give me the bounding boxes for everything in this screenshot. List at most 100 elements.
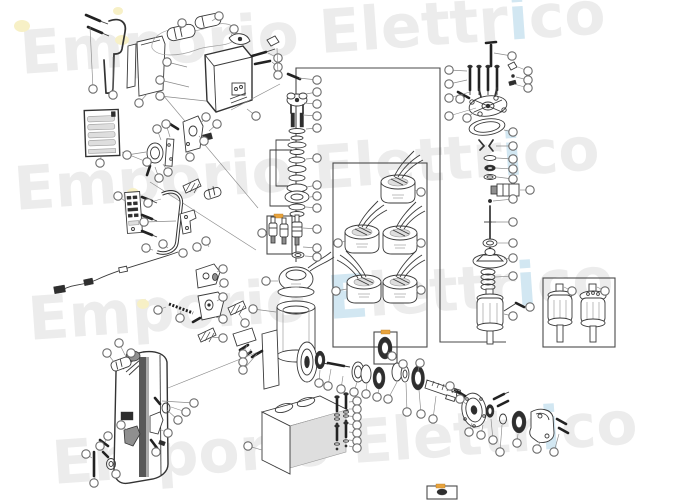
callout-circle bbox=[243, 441, 253, 451]
part-shape bbox=[261, 411, 291, 475]
part-shape bbox=[212, 186, 216, 196]
watermark-dot bbox=[14, 20, 30, 32]
part-shape bbox=[274, 402, 294, 414]
part-shape bbox=[83, 277, 94, 287]
callout-circle bbox=[512, 438, 522, 448]
callout-circle bbox=[402, 407, 412, 417]
callout-circle bbox=[134, 98, 144, 108]
callout-circle bbox=[141, 243, 151, 253]
callout-circle bbox=[532, 444, 542, 454]
part-shape bbox=[230, 83, 281, 111]
part-shape bbox=[88, 148, 117, 154]
part-shape bbox=[161, 402, 171, 414]
callout-circle bbox=[464, 427, 474, 437]
part-shape bbox=[390, 178, 404, 186]
part-shape bbox=[483, 155, 497, 161]
callout-circle bbox=[312, 87, 322, 97]
part-shape bbox=[289, 149, 305, 155]
callout-circle bbox=[177, 18, 187, 28]
part-shape bbox=[492, 392, 506, 401]
callout-circle bbox=[415, 358, 425, 368]
part-shape bbox=[356, 278, 370, 286]
part-shape bbox=[537, 413, 543, 419]
part-shape bbox=[483, 174, 497, 180]
part-shape bbox=[472, 424, 476, 428]
part-shape bbox=[393, 150, 415, 178]
callout-circle bbox=[455, 94, 465, 104]
part-shape bbox=[230, 303, 237, 314]
part-shape bbox=[397, 154, 421, 178]
part-shape bbox=[485, 103, 491, 109]
part-shape bbox=[87, 123, 116, 131]
callout-circle bbox=[219, 278, 229, 288]
callout-leader bbox=[159, 95, 207, 102]
part-shape bbox=[343, 439, 349, 443]
callout-circle bbox=[142, 157, 152, 167]
callout-circle bbox=[462, 113, 472, 123]
part-shape bbox=[200, 330, 207, 341]
part-shape bbox=[396, 227, 410, 235]
callout-circle bbox=[508, 311, 518, 321]
callout-circle bbox=[383, 394, 393, 404]
part-shape bbox=[195, 263, 221, 289]
part-shape bbox=[556, 324, 564, 343]
callout-circle bbox=[181, 407, 191, 417]
part-shape bbox=[173, 27, 177, 40]
part-shape bbox=[140, 213, 154, 221]
callout-circle bbox=[126, 348, 136, 358]
part-shape bbox=[204, 299, 214, 311]
part-shape bbox=[120, 411, 134, 421]
callout-circle bbox=[416, 187, 426, 197]
part-shape bbox=[164, 138, 175, 167]
callout-circle bbox=[331, 286, 341, 296]
part-shape bbox=[486, 240, 494, 246]
callout-circle bbox=[508, 154, 518, 164]
part-shape bbox=[287, 141, 307, 149]
callout-circle bbox=[428, 414, 438, 424]
part-shape bbox=[496, 183, 520, 197]
part-shape bbox=[343, 392, 349, 396]
part-shape bbox=[291, 251, 305, 259]
part-shape bbox=[436, 382, 440, 389]
callout-circle bbox=[312, 111, 322, 121]
callout-circle bbox=[323, 381, 333, 391]
part-shape bbox=[403, 210, 426, 230]
part-shape bbox=[361, 204, 385, 228]
part-shape bbox=[153, 396, 162, 406]
callout-circle bbox=[312, 99, 322, 109]
part-shape bbox=[286, 92, 296, 100]
callout-circle bbox=[312, 180, 322, 190]
callout-circle bbox=[508, 174, 518, 184]
part-shape bbox=[231, 100, 249, 108]
callout-circle bbox=[508, 238, 518, 248]
callout-circle bbox=[352, 420, 362, 430]
callout-circle bbox=[163, 167, 173, 177]
part-shape bbox=[334, 395, 340, 399]
callout-circle bbox=[251, 111, 261, 121]
part-shape bbox=[125, 359, 141, 373]
part-shape bbox=[189, 182, 196, 193]
part-shape bbox=[589, 325, 597, 343]
part-shape bbox=[375, 371, 383, 385]
callout-circle bbox=[488, 435, 498, 445]
part-shape bbox=[168, 122, 180, 131]
part-shape bbox=[469, 99, 475, 105]
part-shape bbox=[334, 413, 340, 417]
part-shape bbox=[478, 139, 486, 151]
part-shape bbox=[119, 358, 123, 367]
callout-circle bbox=[151, 447, 161, 457]
part-shape bbox=[156, 191, 183, 254]
part-shape bbox=[87, 115, 115, 123]
part-shape bbox=[288, 174, 306, 182]
callout-leader bbox=[159, 79, 190, 88]
callout-circle bbox=[312, 191, 322, 201]
callout-circle bbox=[163, 428, 173, 438]
callout-circle bbox=[122, 150, 132, 160]
part-shape bbox=[88, 139, 116, 147]
part-shape bbox=[201, 16, 205, 28]
part-shape bbox=[149, 411, 164, 435]
part-shape bbox=[334, 417, 340, 421]
part-shape bbox=[133, 201, 138, 206]
part-shape bbox=[151, 218, 158, 222]
